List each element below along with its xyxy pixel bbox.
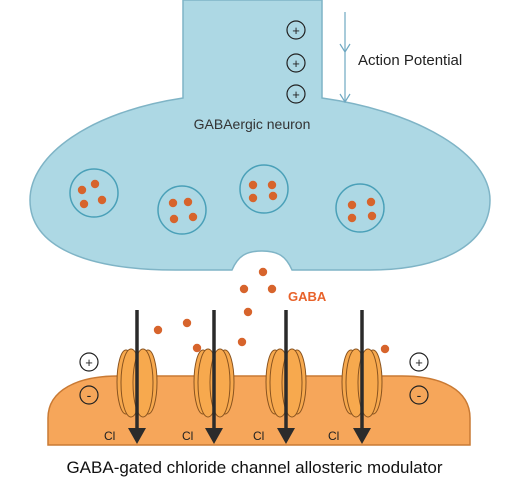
chloride-label: Cl bbox=[182, 429, 193, 443]
down-arrow-icon bbox=[205, 310, 223, 444]
vesicle bbox=[239, 164, 289, 214]
chloride-influx-arrows bbox=[128, 310, 371, 444]
membrane-charges: + - + - bbox=[79, 352, 429, 405]
plus-charge-icon: + bbox=[79, 352, 99, 372]
vesicle bbox=[69, 168, 119, 218]
chloride-labels: Cl Cl Cl Cl bbox=[104, 429, 339, 443]
plus-charge-icon: + bbox=[409, 352, 429, 372]
svg-text:+: + bbox=[292, 56, 300, 71]
minus-charge-icon: - bbox=[409, 385, 429, 405]
down-arrow-icon bbox=[128, 310, 146, 444]
plus-charge-icon: + bbox=[286, 84, 306, 104]
svg-text:+: + bbox=[292, 87, 300, 102]
svg-text:-: - bbox=[417, 387, 422, 403]
svg-text:+: + bbox=[292, 23, 300, 38]
svg-text:+: + bbox=[415, 355, 423, 370]
svg-text:-: - bbox=[87, 387, 92, 403]
minus-charge-icon: - bbox=[79, 385, 99, 405]
vesicle bbox=[157, 185, 207, 235]
synaptic-vesicles bbox=[69, 164, 385, 235]
plus-charge-icon: + bbox=[286, 53, 306, 73]
chloride-label: Cl bbox=[104, 429, 115, 443]
diagram-caption: GABA-gated chloride channel allosteric m… bbox=[66, 458, 443, 477]
down-arrow-icon bbox=[277, 310, 295, 444]
gaba-label: GABA bbox=[288, 289, 327, 304]
chloride-label: Cl bbox=[328, 429, 339, 443]
svg-text:+: + bbox=[85, 355, 93, 370]
axon-positive-charges: + + + bbox=[286, 20, 306, 104]
down-arrow-icon bbox=[353, 310, 371, 444]
chloride-label: Cl bbox=[253, 429, 264, 443]
neuron-label: GABAergic neuron bbox=[194, 116, 311, 132]
released-gaba bbox=[153, 267, 390, 354]
action-potential-arrowhead-bottom bbox=[339, 93, 351, 104]
vesicle bbox=[335, 183, 385, 233]
action-potential-label: Action Potential bbox=[358, 52, 462, 69]
gabaergic-neuron bbox=[29, 0, 491, 271]
action-potential-arrowhead-top bbox=[339, 43, 351, 54]
plus-charge-icon: + bbox=[286, 20, 306, 40]
